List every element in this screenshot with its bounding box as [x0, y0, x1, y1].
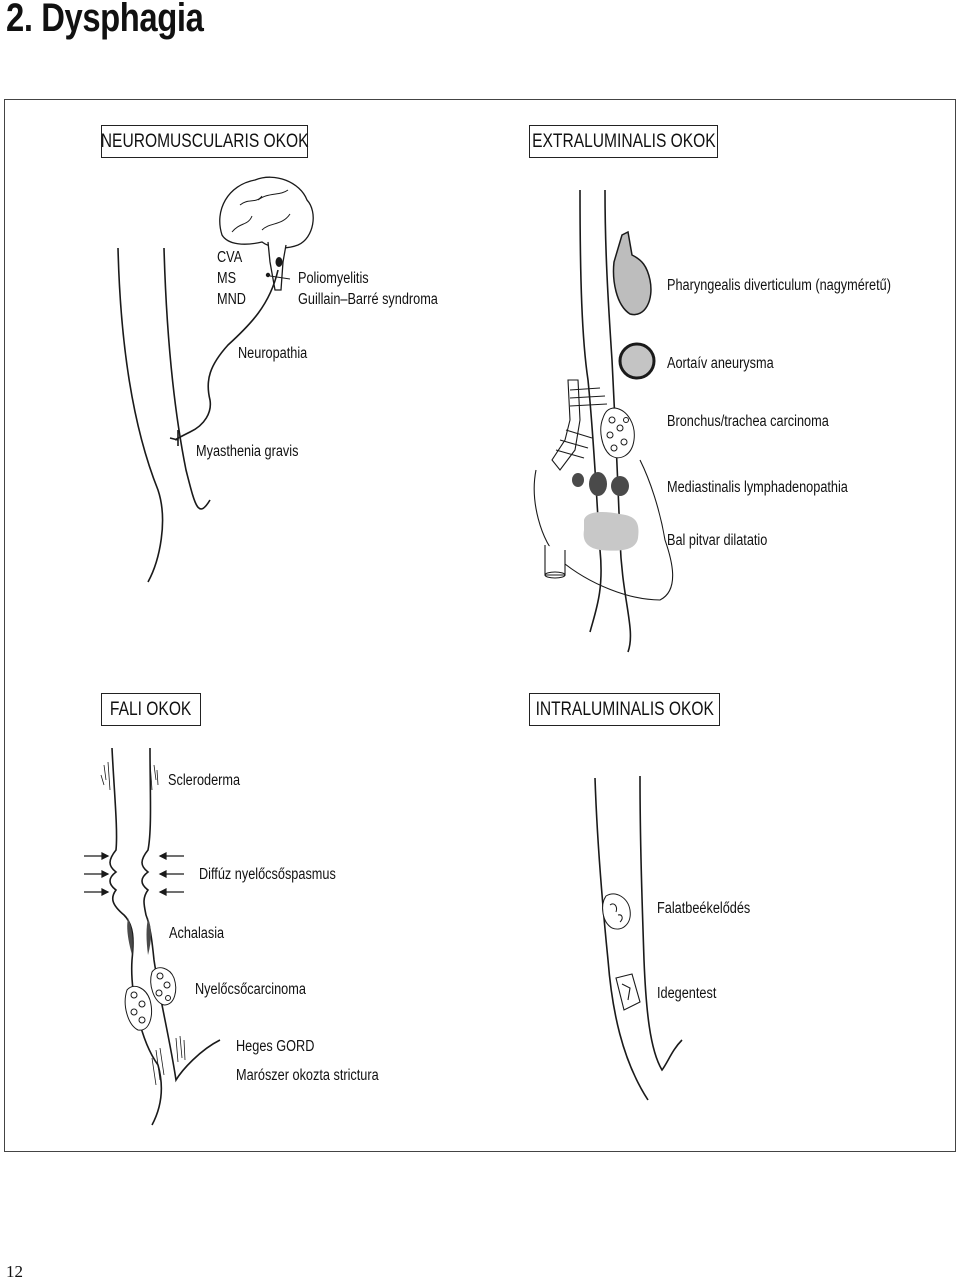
label-scleroderma: Scleroderma — [168, 772, 241, 789]
label-mnd: MND — [217, 291, 246, 308]
label-foreign-body: Idegentest — [657, 985, 717, 1002]
neural-pathway-icon — [169, 269, 279, 446]
neuromuscular-header: NEUROMUSCULARIS OKOK — [101, 125, 308, 158]
scleroderma-fibrosis-icon — [100, 761, 159, 791]
lymph-node-icon — [572, 472, 629, 496]
label-caustic-stricture: Marószer okozta strictura — [236, 1067, 379, 1084]
spasm-arrows-left-icon — [84, 852, 110, 896]
label-aortic-aneurysm: Aortaív aneurysma — [667, 355, 774, 372]
nerve-junction-dot — [265, 272, 271, 278]
figure-frame — [4, 99, 956, 1152]
page-number: 12 — [6, 1262, 23, 1281]
foreign-body-icon — [615, 973, 641, 1011]
brainstem-lesion-icon — [275, 257, 283, 267]
pharyngeal-pouch-icon — [612, 230, 652, 316]
label-bronchus-carcinoma: Bronchus/trachea carcinoma — [667, 413, 829, 430]
label-guillain-barre: Guillain–Barré syndroma — [298, 291, 438, 308]
label-neuropathia: Neuropathia — [238, 345, 308, 362]
label-esophageal-carcinoma: Nyelőcsőcarcinoma — [195, 981, 306, 998]
spasm-arrows-right-icon — [158, 852, 184, 896]
heart-icon — [533, 459, 674, 601]
esophagus-outline-wall — [109, 747, 221, 1126]
trachea-icon — [551, 379, 608, 471]
label-left-atrium: Bal pitvar dilatatio — [667, 532, 768, 549]
label-achalasia: Achalasia — [169, 925, 225, 942]
esophageal-carcinoma-icon — [124, 967, 177, 1031]
intraluminal-header: INTRALUMINALIS OKOK — [529, 693, 720, 726]
aortic-aneurysm-icon — [618, 342, 656, 380]
left-atrium-icon — [583, 512, 639, 551]
esophagus-outline-neuro — [117, 247, 211, 583]
extraluminal-header: EXTRALUMINALIS OKOK — [529, 125, 718, 158]
label-poliomyelitis: Poliomyelitis — [298, 270, 369, 287]
label-pharyngeal-diverticulum: Pharyngealis diverticulum (nagyméretű) — [667, 277, 891, 294]
achalasia-icon — [127, 918, 151, 955]
food-bolus-icon — [602, 893, 631, 930]
bronchial-carcinoma-icon — [600, 407, 635, 459]
wall-header: FALI OKOK — [101, 693, 201, 726]
label-cva: CVA — [217, 249, 243, 266]
page-title: 2. Dysphagia — [6, 0, 204, 40]
label-ms: MS — [217, 270, 237, 287]
label-gord: Heges GORD — [236, 1038, 315, 1055]
label-spasm: Diffúz nyelőcsőspasmus — [199, 866, 336, 883]
label-lymphadenopathy: Mediastinalis lymphadenopathia — [667, 479, 848, 496]
label-food-bolus: Falatbeékelődés — [657, 900, 751, 917]
esophagus-outline-intra — [594, 775, 683, 1101]
stricture-scarring-icon — [151, 1035, 186, 1086]
label-myasthenia: Myasthenia gravis — [196, 443, 299, 460]
